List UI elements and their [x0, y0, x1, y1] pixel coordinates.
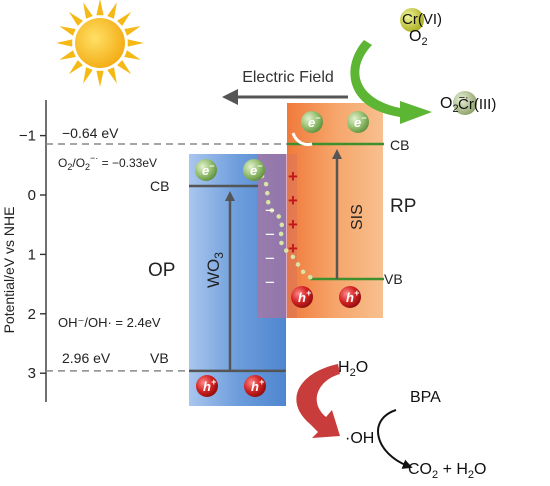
axis-tick-label: −1 — [19, 128, 36, 145]
negative-charge: − — [265, 201, 275, 220]
negative-charge: − — [265, 249, 275, 268]
cr3-ball — [453, 91, 477, 115]
electric-field-arrow — [222, 89, 348, 105]
sun-ray — [59, 26, 76, 36]
sun-icon — [56, 0, 144, 87]
negative-charge: − — [265, 225, 275, 244]
interface-region-right — [287, 154, 297, 318]
wo3-cb-label: CB — [150, 178, 169, 194]
o2-redox-label: O2/O2−· = −0.33eV — [58, 153, 157, 172]
electron-ball — [301, 111, 323, 133]
axis-tick-label: 3 — [28, 365, 36, 382]
hole-symbol: h+ — [251, 377, 265, 394]
positive-charge: + — [288, 215, 298, 234]
negative-charge: − — [265, 273, 275, 292]
charge-carriers: e− e− e− e− h+ h+ h+ h+ — [195, 111, 369, 397]
rp-cb-curve — [291, 132, 313, 146]
electric-field-label: Electric Field — [242, 69, 334, 86]
positive-charge: + — [288, 191, 298, 210]
electron-symbol: e− — [354, 113, 367, 130]
products-label: CO2 + H2O — [408, 461, 487, 481]
potential-axis: −1 0 1 2 3 Potential/eV vs NHE — [1, 100, 47, 402]
cr3-label: Cr(III) — [458, 96, 496, 113]
electron-symbol: e− — [250, 161, 263, 178]
hole-ball — [339, 286, 361, 308]
sun-ray — [124, 50, 141, 60]
wo3-vb-curve — [285, 370, 300, 388]
electron-symbol: e− — [202, 161, 215, 178]
sis-label: SIS — [349, 204, 366, 230]
oxidation-arrow — [296, 364, 340, 438]
bpa-degradation-arrow — [377, 409, 413, 469]
sun-ray — [107, 2, 117, 19]
sun-ray — [117, 11, 132, 26]
h2o-label: H2O — [338, 359, 368, 379]
sun-ray — [127, 39, 144, 47]
sun-ray — [107, 67, 117, 84]
axis-tick-label: 2 — [28, 306, 36, 323]
electron-ball — [347, 111, 369, 133]
superoxide-label: O2−· — [440, 92, 469, 115]
cr6-label: Cr(VI) — [402, 11, 442, 28]
electron-ball — [195, 159, 217, 181]
sun-ray — [59, 50, 76, 60]
rp-cb-value-label: −0.64 eV — [62, 125, 119, 141]
hole-symbol: h+ — [298, 288, 312, 305]
sun-ray — [124, 26, 141, 36]
wo3-formula: WO3 — [204, 252, 226, 288]
axis-tick-label: 1 — [28, 246, 36, 263]
wo3-vb-label: VB — [150, 350, 169, 366]
recombination-path — [259, 173, 315, 281]
sun-ray — [83, 67, 93, 84]
o2-label: O2 — [409, 28, 428, 48]
hole-ball — [244, 375, 266, 397]
rp-cb-label: CB — [390, 137, 409, 153]
sun-ray — [68, 11, 83, 26]
hole-ball — [291, 286, 313, 308]
positive-charge: + — [288, 167, 298, 186]
hole-symbol: h+ — [346, 288, 360, 305]
rp-vb-label: VB — [384, 271, 403, 287]
reduction-arrow — [350, 40, 432, 124]
sun-ray — [96, 70, 104, 87]
sun-disc — [75, 18, 125, 68]
sun-ray — [117, 60, 132, 75]
cr6-ball — [400, 8, 424, 32]
interface-charges: ++++−−−− — [265, 167, 298, 292]
oh-redox-label: OH⁻/OH· = 2.4eV — [58, 315, 161, 330]
oh-radical-label: ·OH — [345, 430, 374, 447]
sun-ray — [96, 0, 104, 16]
rp-label: RP — [390, 196, 416, 217]
sun-ray — [68, 60, 83, 75]
op-label: OP — [148, 260, 175, 281]
sun-ray — [56, 39, 73, 47]
axis-label: Potential/eV vs NHE — [1, 207, 17, 334]
electron-symbol: e− — [308, 113, 321, 130]
rp-block — [287, 103, 383, 318]
wo3-vb-value-label: 2.96 eV — [62, 350, 111, 366]
axis-tick-label: 0 — [28, 187, 36, 204]
bpa-label: BPA — [410, 389, 441, 406]
positive-charge: + — [288, 239, 298, 258]
hole-ball — [196, 375, 218, 397]
hole-symbol: h+ — [203, 377, 217, 394]
sun-ray — [83, 2, 93, 19]
electron-ball — [243, 159, 265, 181]
